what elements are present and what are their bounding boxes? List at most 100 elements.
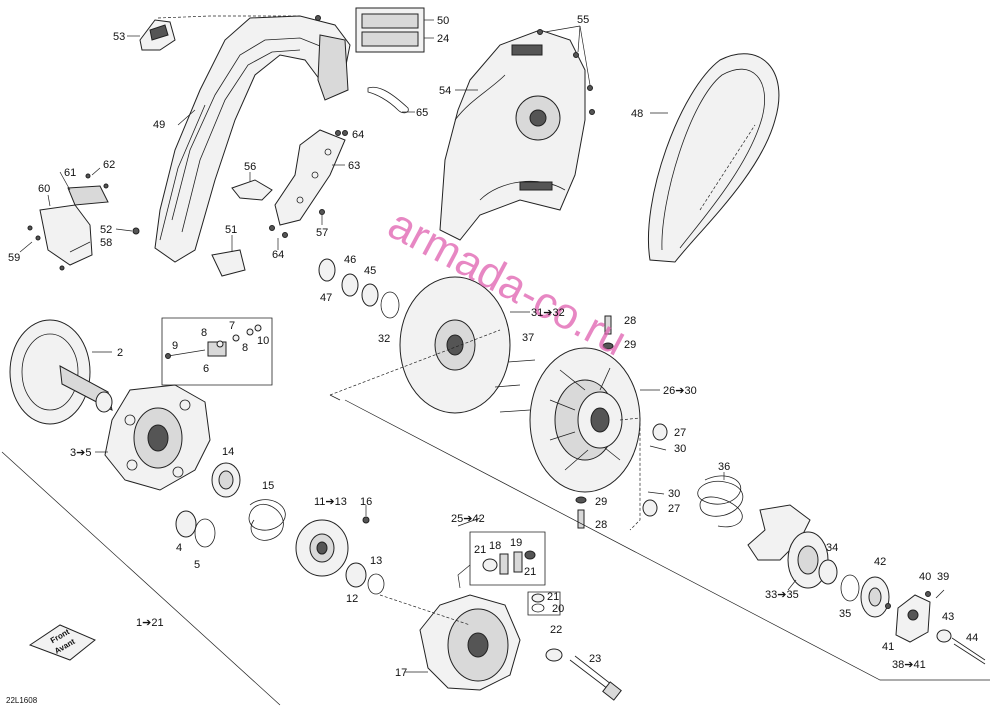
cam-part-33: [747, 504, 829, 591]
callout-20: 20: [552, 603, 564, 615]
callout-48: 48: [631, 108, 643, 120]
callout-16: 16: [360, 496, 372, 508]
spring-part-15: [248, 499, 286, 541]
callout-11: 11➔13: [314, 496, 347, 508]
bushings-parts-4-5-14: [175, 462, 241, 548]
callout-64a: 64: [352, 129, 364, 141]
callout-30b: 30: [668, 488, 680, 500]
callout-49: 49: [153, 119, 165, 131]
bolt-parts-64: [269, 130, 348, 250]
callout-21a: 21: [474, 544, 486, 556]
callout-44: 44: [966, 632, 978, 644]
callout-15: 15: [262, 480, 274, 492]
callout-40: 40: [919, 571, 931, 583]
callout-17: 17: [395, 667, 407, 679]
callout-63: 63: [348, 160, 360, 172]
spider-part-11: [295, 505, 370, 577]
callout-61: 61: [64, 167, 76, 179]
callout-65: 65: [416, 107, 428, 119]
clamp-part-38: [885, 589, 945, 643]
callout-23: 23: [589, 653, 601, 665]
callout-37: 37: [522, 332, 534, 344]
callout-36: 36: [718, 461, 730, 473]
washer-parts-45-47: [318, 258, 400, 319]
callout-12: 12: [346, 593, 358, 605]
callout-53: 53: [113, 31, 125, 43]
callout-25: 25➔42: [451, 513, 485, 525]
clip-part-56: [231, 172, 273, 201]
callout-50: 50: [437, 15, 449, 27]
drive-belt-part-48: [647, 53, 780, 263]
callout-28b: 28: [595, 519, 607, 531]
front-direction-indicator: Front Avant: [28, 624, 96, 661]
callout-19: 19: [510, 537, 522, 549]
diagram-code: 22L1608: [6, 696, 38, 705]
linkage-inset-6-10: [161, 317, 273, 386]
callout-30a: 30: [674, 443, 686, 455]
callout-34: 34: [826, 542, 838, 554]
callout-labels: 1➔21 2 3➔5 4 5 6 7 8 8 9 10 11➔13 12 13 …: [8, 14, 978, 679]
callout-24: 24: [437, 33, 449, 45]
callout-27a: 27: [674, 427, 686, 439]
callout-42: 42: [874, 556, 886, 568]
callout-9: 9: [172, 340, 178, 352]
screw-part-57: [319, 209, 325, 225]
callout-28a: 28: [624, 315, 636, 327]
callout-8b: 8: [242, 342, 248, 354]
movable-sheave-part-3: [95, 384, 211, 491]
callout-60: 60: [38, 183, 50, 195]
callout-21c: 21: [547, 591, 559, 603]
cap-part-53: [127, 15, 300, 51]
callout-43: 43: [942, 611, 954, 623]
callout-62: 62: [103, 159, 115, 171]
callout-32: 32: [378, 333, 390, 345]
callout-21b: 21: [524, 566, 536, 578]
small-hardware-27-30: [575, 315, 668, 531]
fixed-sheave-part-31: [329, 276, 530, 414]
callout-35: 35: [839, 608, 851, 620]
governor-cup-part-17: [405, 594, 521, 691]
callout-13: 13: [370, 555, 382, 567]
bushing-parts-12-13: [345, 562, 385, 595]
callout-38: 38➔41: [892, 659, 926, 671]
callout-41: 41: [882, 641, 894, 653]
callout-58: 58: [100, 237, 112, 249]
bracket-part-51: [211, 235, 246, 277]
callout-46: 46: [344, 254, 356, 266]
spring-clip-part-65: [367, 86, 415, 114]
movable-sheave-part-26: [494, 347, 660, 493]
callout-54: 54: [439, 85, 451, 97]
fixed-sheave-part-2: [9, 319, 113, 425]
callout-18: 18: [489, 540, 501, 552]
callout-3: 3➔5: [70, 447, 91, 459]
callout-45: 45: [364, 265, 376, 277]
callout-5: 5: [194, 559, 200, 571]
callout-4: 4: [176, 542, 182, 554]
bearing-washers-34-42: [818, 559, 890, 618]
callout-14: 14: [222, 446, 234, 458]
callout-51: 51: [225, 224, 237, 236]
belt-guard-part-49: [154, 15, 351, 263]
callout-26: 26➔30: [663, 385, 697, 397]
callout-55: 55: [577, 14, 589, 26]
roller-inset-18-21: [457, 531, 561, 616]
inner-guard-part-54: [439, 25, 595, 241]
assembly-brackets: [1, 394, 990, 706]
callout-33: 33➔35: [765, 589, 799, 601]
bolt-parts-22-23: [545, 648, 622, 701]
bracket-part-63: [274, 129, 346, 226]
callout-47: 47: [320, 292, 332, 304]
callout-29b: 29: [595, 496, 607, 508]
screw-part-52: [115, 227, 140, 235]
callout-27b: 27: [668, 503, 680, 515]
callout-2: 2: [117, 347, 123, 359]
washer-bolt-43-44: [936, 629, 986, 665]
callout-7: 7: [229, 320, 235, 332]
callout-10: 10: [257, 335, 269, 347]
decal-parts-50-24: [355, 7, 434, 53]
callout-1: 1➔21: [136, 617, 164, 629]
callout-8a: 8: [201, 327, 207, 339]
callout-6: 6: [203, 363, 209, 375]
callout-29a: 29: [624, 339, 636, 351]
bracket-assembly-58-62: [19, 167, 109, 271]
